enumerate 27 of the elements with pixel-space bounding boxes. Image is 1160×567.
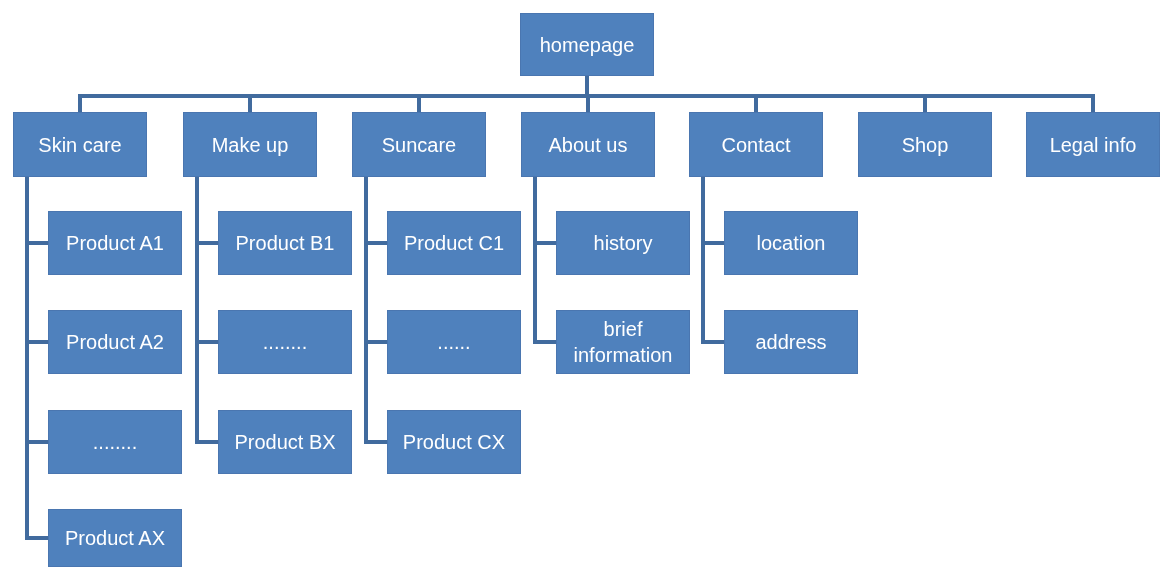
page-box: history xyxy=(556,211,690,275)
page-box: Make up xyxy=(183,112,317,177)
connector-line xyxy=(195,177,218,444)
connector-line xyxy=(701,177,724,344)
page-box: Product CX xyxy=(387,410,521,474)
page-box: brief information xyxy=(556,310,690,374)
page-box: Contact xyxy=(689,112,823,177)
page-box: Legal info xyxy=(1026,112,1160,177)
page-box: ........ xyxy=(48,410,182,474)
page-box: Product BX xyxy=(218,410,352,474)
page-box: homepage xyxy=(520,13,654,76)
page-box: ........ xyxy=(218,310,352,374)
page-box: location xyxy=(724,211,858,275)
page-box: Product AX xyxy=(48,509,182,567)
page-box: Shop xyxy=(858,112,992,177)
connector-line xyxy=(533,177,556,344)
page-box: Product A2 xyxy=(48,310,182,374)
page-box: Product B1 xyxy=(218,211,352,275)
page-box: Product A1 xyxy=(48,211,182,275)
connector-line xyxy=(25,177,48,540)
page-box: Skin care xyxy=(13,112,147,177)
page-box: address xyxy=(724,310,858,374)
page-box: Product C1 xyxy=(387,211,521,275)
page-box: ...... xyxy=(387,310,521,374)
connector-line xyxy=(364,177,387,444)
page-box: Suncare xyxy=(352,112,486,177)
page-box: About us xyxy=(521,112,655,177)
